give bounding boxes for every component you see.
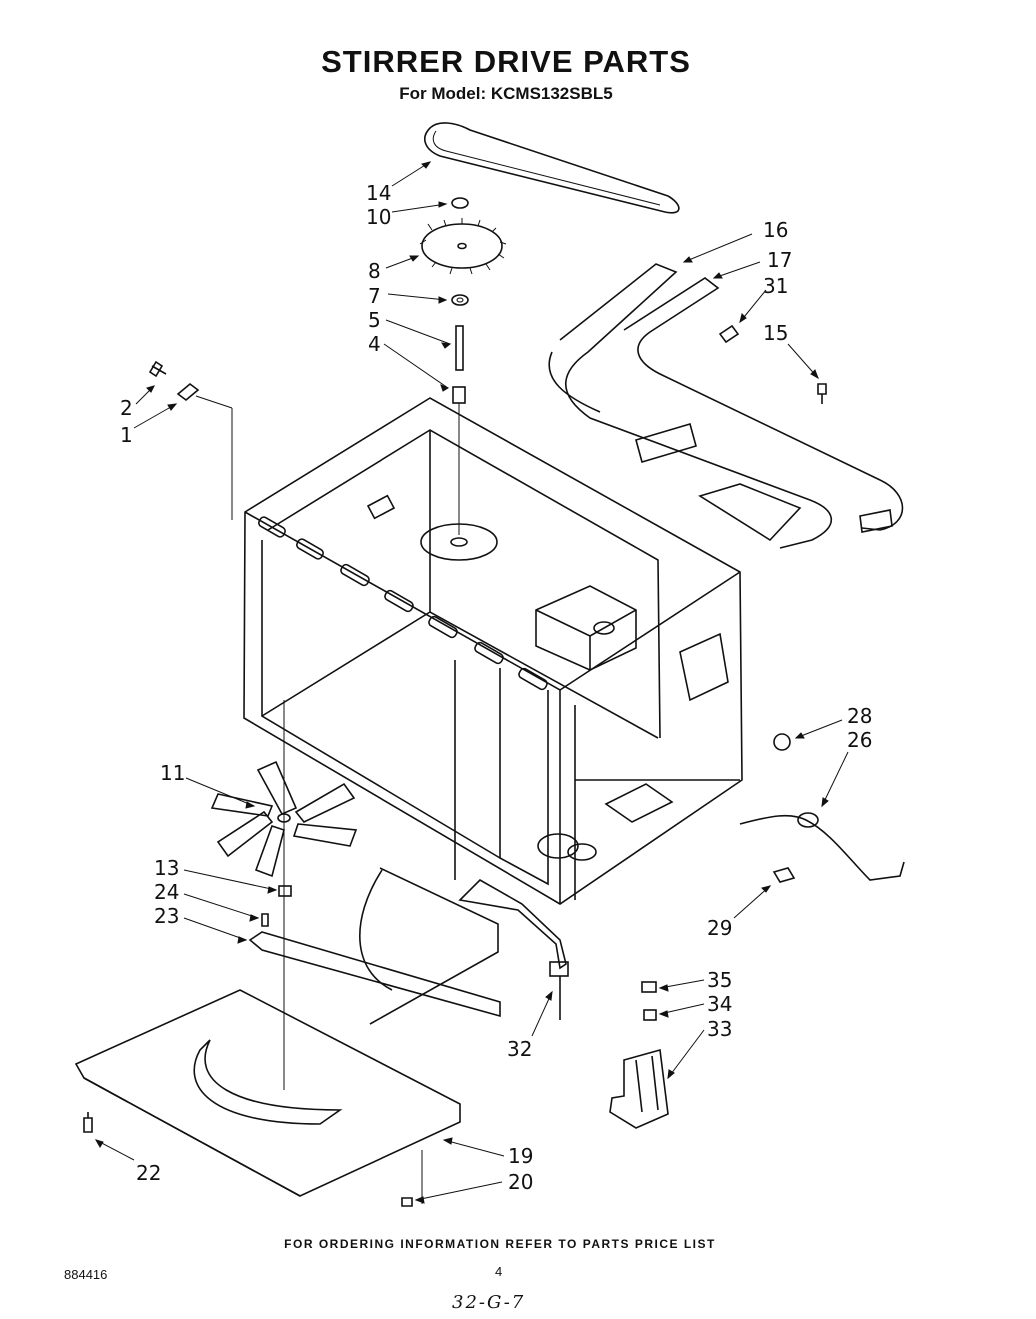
screw [401,1197,413,1207]
leader-lines [94,161,849,1204]
plug-clip [772,867,796,883]
callout-16: 16 [763,218,789,242]
nut [278,885,292,897]
callout-15: 15 [763,321,789,345]
callout-33: 33 [707,1017,733,1041]
callout-11: 11 [160,761,186,785]
handwritten-note: 32-G-7 [452,1292,526,1313]
callout-5: 5 [368,308,381,332]
waveguide-duct [548,263,904,549]
screw [261,913,269,927]
washer [451,294,469,306]
callout-20: 20 [508,1170,534,1194]
stirrer-shaft [455,325,464,371]
nut [641,981,657,993]
callout-31: 31 [763,274,789,298]
thermal-cutout [458,879,567,970]
retaining-ring [451,197,469,209]
interlock-switch [609,1048,669,1129]
screw [83,1112,93,1133]
callout-13: 13 [154,856,180,880]
model-subtitle: For Model: KCMS132SBL5 [399,84,613,103]
stirrer-blade [210,760,358,878]
callout-28: 28 [847,704,873,728]
stirrer-pulley [419,218,507,275]
callout-1: 1 [120,423,133,447]
ordering-note: FOR ORDERING INFORMATION REFER TO PARTS … [284,1237,716,1251]
bottom-plate [74,989,461,1197]
callout-2: 2 [120,396,133,420]
callout-29: 29 [707,916,733,940]
vent-slots [258,516,548,691]
bearing [452,386,466,404]
callout-8: 8 [368,259,381,283]
magnetron [535,585,637,671]
callout-24: 24 [154,880,180,904]
callout-26: 26 [847,728,873,752]
clip [176,382,200,402]
callout-32: 32 [507,1037,533,1061]
power-cord [739,814,905,881]
microwave-cavity [243,397,743,905]
spacer [643,1009,657,1021]
callout-23: 23 [154,904,180,928]
callout-19: 19 [508,1144,534,1168]
callout-35: 35 [707,968,733,992]
callout-22: 22 [136,1161,162,1185]
callout-17: 17 [767,248,793,272]
motor-bracket [248,931,501,1018]
document-number: 884416 [64,1267,108,1282]
callout-34: 34 [707,992,733,1016]
callout-10: 10 [366,205,392,229]
drive-belt [424,122,680,214]
page-title: STIRRER DRIVE PARTS [321,44,691,79]
strain-relief [773,733,791,751]
callout-14: 14 [366,181,392,205]
screw [148,360,167,378]
callout-4: 4 [368,332,381,356]
screw [817,383,827,404]
callout-7: 7 [368,284,381,308]
page-number: 4 [495,1264,503,1279]
grommet [718,324,740,344]
